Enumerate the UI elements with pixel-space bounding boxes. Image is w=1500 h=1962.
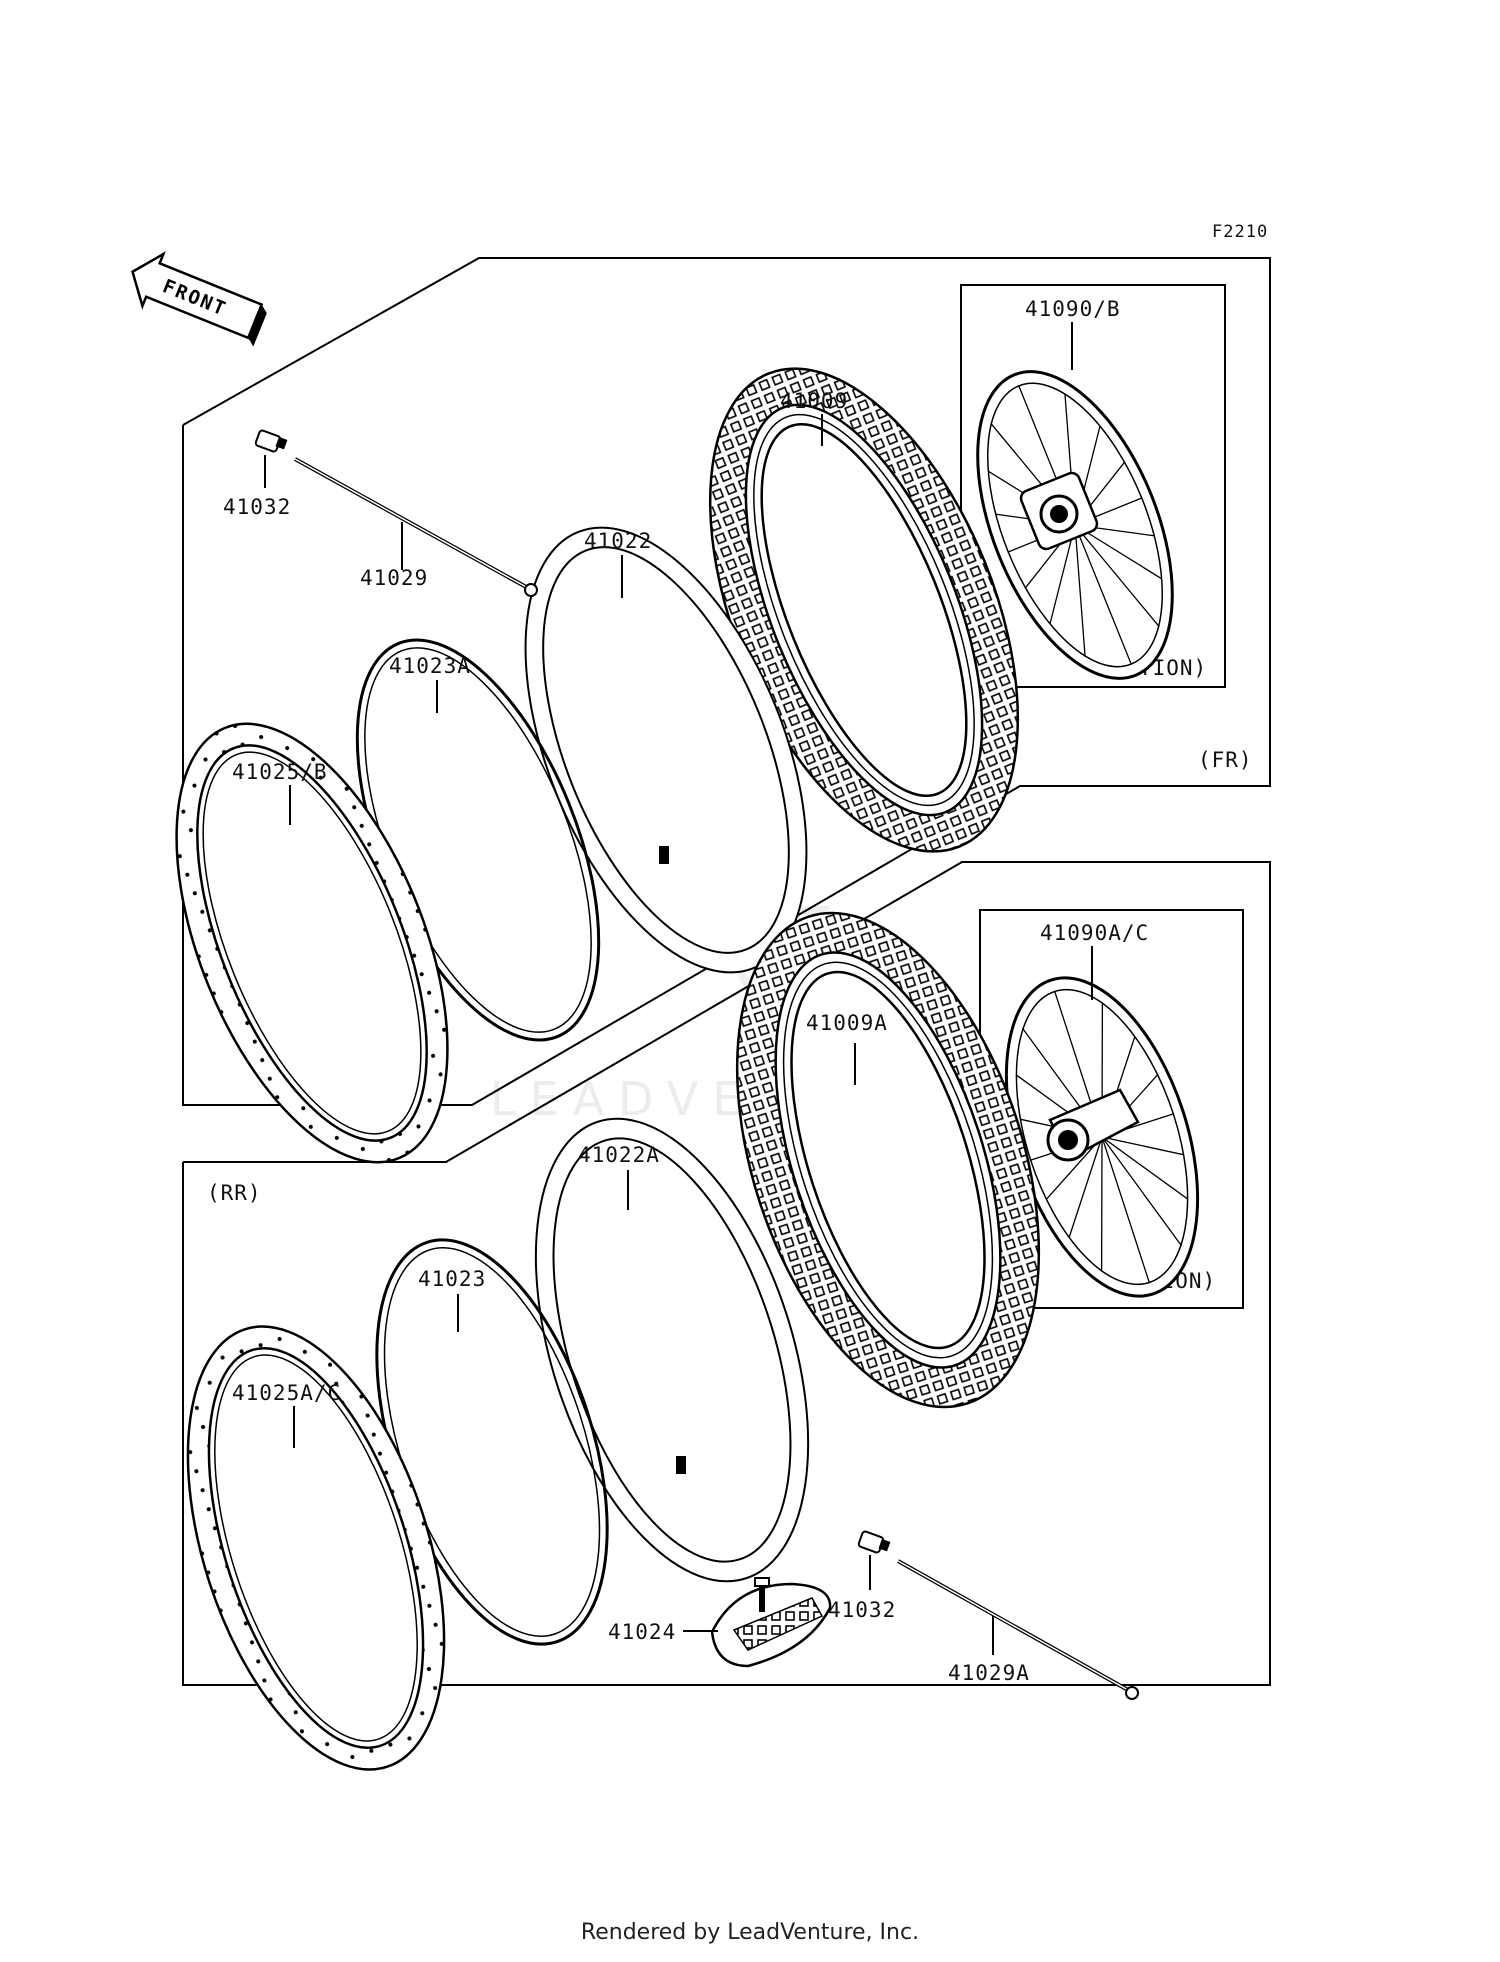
front-group-border	[182, 257, 1271, 1106]
front-spoke-icon	[294, 457, 538, 597]
front-hub-icon	[1019, 471, 1099, 551]
front-rim-label: 41025/B	[232, 760, 328, 784]
front-tube-label: 41022	[584, 529, 652, 553]
rear-spoke-icon	[897, 1559, 1139, 1700]
front-rim-band-label: 41023A	[389, 654, 471, 678]
footer-credit: Rendered by LeadVenture, Inc.	[580, 1920, 920, 1945]
front-spoke-label: 41029	[360, 566, 428, 590]
rear-rim-label: 41025A/C	[232, 1381, 341, 1405]
rear-valve-cap-label: 41032	[828, 1598, 896, 1622]
rear-valve-cap-icon	[857, 1530, 891, 1554]
front-group: (OPTION) (FR) 41090/B	[175, 257, 1271, 1164]
rear-wheel-label: 41090A/C	[1040, 921, 1149, 945]
rear-tire-label: 41009A	[806, 1011, 888, 1035]
rear-group: (OPTION) (RR) 41090A/C	[182, 861, 1271, 1771]
front-option-box	[960, 284, 1226, 688]
rear-tube-label: 41022A	[578, 1143, 660, 1167]
front-wheel-label: 41090/B	[1025, 297, 1121, 321]
rear-tire-icon	[735, 911, 1041, 1409]
rear-marker: (RR)	[207, 1181, 262, 1205]
front-valve-cap-label: 41032	[223, 495, 291, 519]
rear-tube-valve-icon	[676, 1456, 686, 1474]
front-tire-label: 41009	[780, 389, 848, 413]
front-rim-icon	[175, 722, 449, 1164]
rear-rim-band-label: 41023	[418, 1267, 486, 1291]
rear-spoke-label: 41029A	[948, 1661, 1030, 1685]
front-arrow-icon: FRONT	[131, 251, 267, 347]
diagram-code: F2210	[1212, 222, 1268, 242]
front-marker: (FR)	[1198, 748, 1253, 772]
rear-rim-lock-icon	[710, 1577, 832, 1668]
front-tube-valve-icon	[659, 846, 669, 864]
rear-rim-icon	[186, 1325, 446, 1771]
rear-hub-icon	[1046, 1088, 1140, 1162]
front-tube-icon	[524, 526, 808, 974]
rear-group-border	[182, 861, 1271, 1686]
front-tire-icon	[708, 367, 1020, 853]
rear-rim-lock-label: 41024	[608, 1620, 676, 1644]
front-valve-cap-icon	[254, 429, 288, 453]
